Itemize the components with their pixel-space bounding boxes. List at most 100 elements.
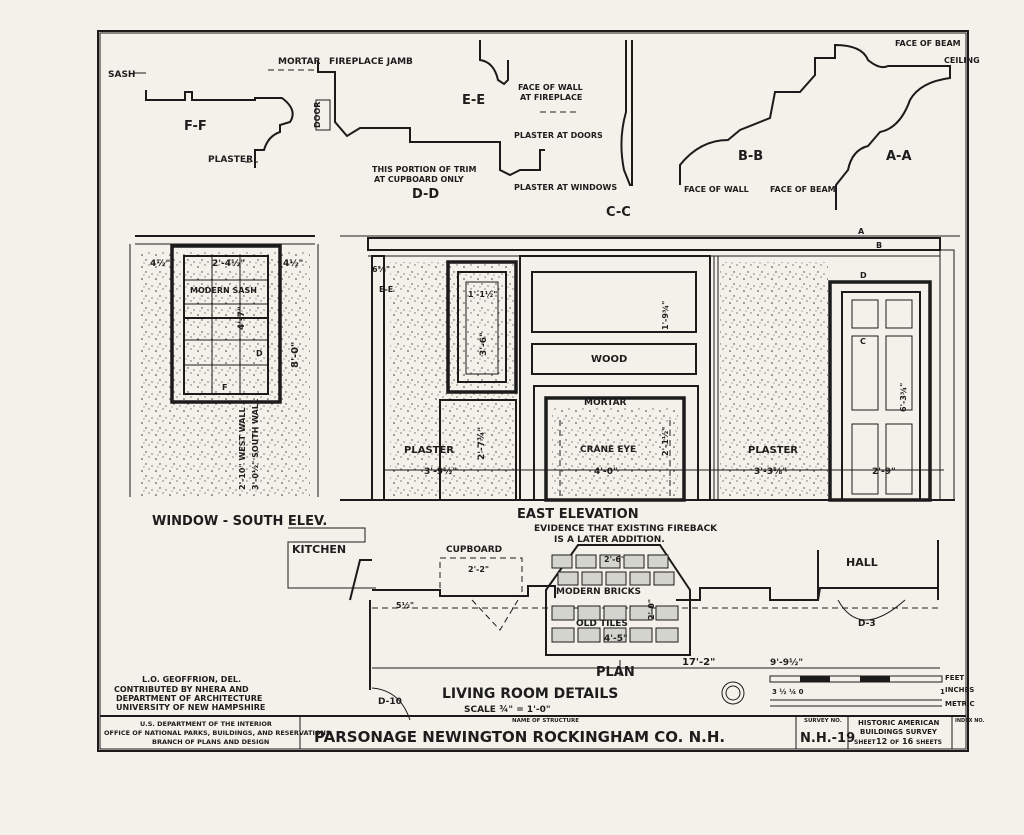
dd-trim-note-2: AT CUPBOARD ONLY xyxy=(374,175,464,184)
hearth-depth-dim: 2'-0" xyxy=(647,599,656,620)
habs-line-2: BUILDINGS SURVEY xyxy=(860,728,938,736)
window-dim-width: 2'-4½" xyxy=(212,258,245,269)
crane-eye-label: CRANE EYE xyxy=(580,445,636,455)
delineator: L.O. GEOFFRION, DEL. xyxy=(142,675,241,684)
section-cc: C-C xyxy=(606,40,633,220)
aa-title: A-A xyxy=(886,149,912,164)
modern-bricks-label: MODERN BRICKS xyxy=(556,587,641,597)
sheet-word: SHEET xyxy=(854,739,877,746)
structure-name: PARSONAGE NEWINGTON ROCKINGHAM CO. N.H. xyxy=(314,728,725,746)
kitchen-label: KITCHEN xyxy=(292,543,346,556)
modern-sash-label: MODERN SASH xyxy=(190,286,257,295)
ee-title: E-E xyxy=(462,93,485,108)
survey-label: SURVEY NO. xyxy=(804,718,842,724)
contrib-line-2: DEPARTMENT OF ARCHITECTURE xyxy=(116,694,262,703)
ee-face-wall-1: FACE OF WALL xyxy=(518,83,583,92)
section-ff: SASH F-F PLASTER xyxy=(108,70,294,168)
door-d3-label: D-3 xyxy=(858,619,876,629)
dim-cupboard-height: 3'-6" xyxy=(479,332,489,356)
cut-ee: E-E xyxy=(379,285,393,294)
dd-jamb-label: FIREPLACE JAMB xyxy=(329,57,413,67)
window-title: WINDOW - SOUTH ELEV. xyxy=(152,514,327,529)
evidence-note-1: EVIDENCE THAT EXISTING FIREBACK xyxy=(534,524,718,534)
west-wall-dim: 2'-10" WEST WALL xyxy=(238,407,247,490)
cc-title: C-C xyxy=(606,205,631,220)
cupboard-label: CUPBOARD xyxy=(446,545,502,555)
plan-mid-dim: 9'-9½" xyxy=(770,657,803,668)
aa-face-beam: FACE OF BEAM xyxy=(895,39,961,48)
inner-border xyxy=(99,32,967,750)
dept-line-3: BRANCH OF PLANS AND DESIGN xyxy=(152,738,269,746)
dept-line-1: U.S. DEPARTMENT OF THE INTERIOR xyxy=(140,720,272,728)
plan-small-dim: 5½" xyxy=(396,600,414,610)
section-bb-aa: B-B A-A FACE OF WALL FACE OF BEAM FACE O… xyxy=(679,39,980,210)
ff-plaster-label: PLASTER xyxy=(208,155,253,165)
scale-metric: METRIC xyxy=(945,700,975,708)
of-word: OF xyxy=(890,739,899,746)
aa-ceiling: CEILING xyxy=(944,56,980,65)
scale-inches: INCHES xyxy=(945,686,974,694)
hearth-width-dim: 4'-5" xyxy=(604,634,628,644)
ff-title: F-F xyxy=(184,119,207,134)
south-wall-dim: 3'-0½" SOUTH WALL xyxy=(250,399,260,490)
dim-over-mantel: 1'-9¾" xyxy=(661,301,670,330)
east-elevation: PLASTER PLASTER WOOD MORTAR CRANE EYE 3'… xyxy=(340,227,960,522)
evidence-note-2: IS A LATER ADDITION. xyxy=(554,535,665,545)
structure-name-label: NAME OF STRUCTURE xyxy=(512,718,579,724)
dim-top-left: 6⅝" xyxy=(372,265,390,274)
sheet-info: LIVING ROOM DETAILS SCALE ¾" = 1'-0" L.O… xyxy=(114,674,975,715)
graphic-scale: 3 ½ ¼ 0 1 FEET INCHES METRIC xyxy=(769,674,975,708)
ee-face-wall-2: AT FIREPLACE xyxy=(520,93,582,102)
cut-c: C xyxy=(860,337,866,346)
window-dim-right: 4½" xyxy=(283,258,303,269)
contrib-line-1: CONTRIBUTED BY NHERA AND xyxy=(114,685,249,694)
bb-title: B-B xyxy=(738,149,763,164)
window-dim-sash-height: 4'-7" xyxy=(237,306,247,330)
living-room-plan: KITCHEN HALL CUPBOARD 2'-2" EVIDENCE THA… xyxy=(287,524,940,721)
window-south-elevation: 4½" 2'-4½" 4½" MODERN SASH 4'-7" 8'-0" 2… xyxy=(129,235,327,529)
bb-face-wall: FACE OF WALL xyxy=(684,185,749,194)
sash-label: SASH xyxy=(108,70,135,80)
cut-b: B xyxy=(876,241,882,250)
window-cut-f: F xyxy=(222,383,227,392)
east-elevation-title: EAST ELEVATION xyxy=(517,507,639,522)
scale-numbers: 3 ½ ¼ 0 xyxy=(772,688,804,696)
bb-face-beam: FACE OF BEAM xyxy=(770,185,836,194)
plan-title: PLAN xyxy=(596,665,635,680)
survey-number: N.H.-19 xyxy=(800,731,855,746)
dept-line-2: OFFICE OF NATIONAL PARKS, BUILDINGS, AND… xyxy=(104,729,331,737)
dim-fireplace: 4'-0" xyxy=(594,467,618,477)
scale-feet: FEET xyxy=(945,674,964,682)
sheets-word: SHEETS xyxy=(916,739,942,746)
dim-cupboard-width: 1'-1½" xyxy=(468,289,497,299)
sheet-number: 12 xyxy=(876,737,887,746)
dim-door-height: 6'-3¾" xyxy=(899,383,908,412)
mortar-label: MORTAR xyxy=(584,398,627,408)
dd-trim-note-1: THIS PORTION OF TRIM xyxy=(372,165,477,174)
dim-right-panel: 3'-3⅝" xyxy=(754,467,787,477)
old-tiles-label: OLD TILES xyxy=(576,619,628,629)
dim-left-panel: 3'-9½" xyxy=(424,466,457,477)
drawing-scale: SCALE ¾" = 1'-0" xyxy=(464,705,551,715)
plaster-left-label: PLASTER xyxy=(404,445,454,456)
door-label: DOOR xyxy=(313,102,322,128)
dim-low-cupboard: 2'-7¾" xyxy=(477,427,487,460)
outer-border xyxy=(97,30,969,752)
section-dd: MORTAR FIREPLACE JAMB DOOR THIS PORTION … xyxy=(268,57,545,202)
index-label: INDEX NO. xyxy=(955,718,985,724)
cut-d: D xyxy=(860,271,867,280)
scale-one: 1 xyxy=(940,688,945,696)
cut-a: A xyxy=(858,227,865,236)
dim-door: 2'-9" xyxy=(872,467,896,477)
ee-plaster-doors: PLASTER AT DOORS xyxy=(514,131,603,140)
ee-plaster-windows: PLASTER AT WINDOWS xyxy=(514,183,617,192)
habs-seal xyxy=(721,681,745,705)
plaster-right-label: PLASTER xyxy=(748,445,798,456)
door-d10-label: D-10 xyxy=(378,697,402,707)
wood-label: WOOD xyxy=(591,354,627,365)
dim-fire-height: 2'-1½" xyxy=(660,427,670,456)
dd-title: D-D xyxy=(412,187,439,202)
plan-long-dim: 17'-2" xyxy=(682,657,715,668)
hearth-top-dim: 2'-6" xyxy=(604,555,625,564)
